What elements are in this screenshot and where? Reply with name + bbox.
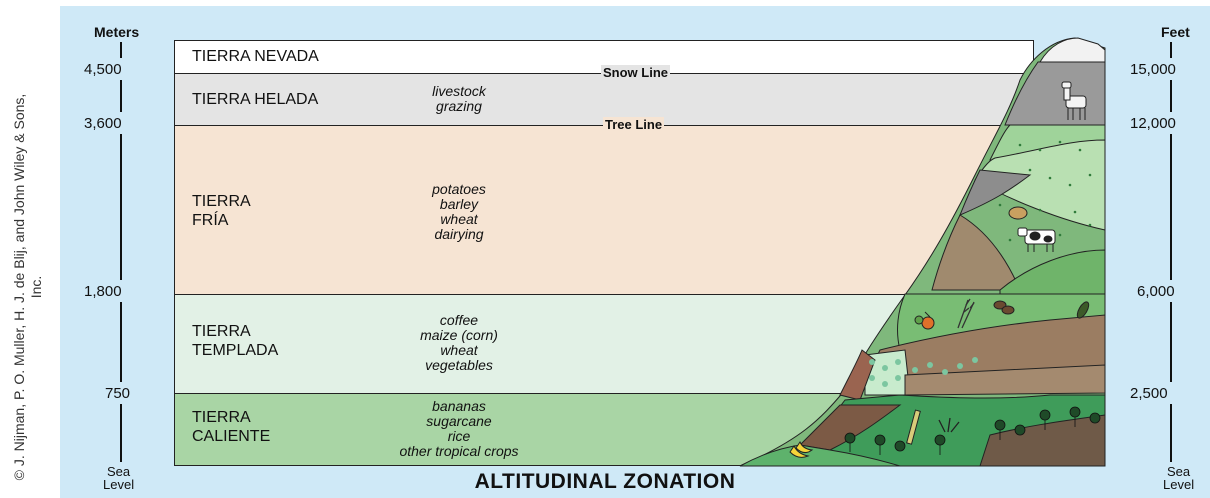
cliff [839,349,876,401]
coffee-icon [993,300,1090,319]
zone-band-fria [174,125,1034,294]
snow-cap [1039,37,1106,63]
feet-tick-15000: 15,000 [1130,61,1176,78]
crop-dots [998,140,1092,242]
templada-crop-drops [869,357,978,387]
sugarcane-icon [906,409,921,445]
cow-icon [1017,227,1056,252]
boundary-1800 [174,294,1034,295]
feet-tick-2500: 2,500 [1130,385,1168,402]
helada-rock [1004,61,1106,126]
snow-line-label: Snow Line [601,65,670,80]
lowland-field [979,414,1106,467]
tree-line-label: Tree Line [603,117,665,132]
diagram-title: ALTITUDINAL ZONATION [474,470,736,493]
rice-icon [938,417,960,433]
vegetables-icon [914,311,935,330]
potato-icon [1008,206,1028,220]
banana-icon [789,440,814,458]
feet-tick-6000: 6,000 [1137,283,1175,300]
palm-tree-icon [844,406,1101,455]
fria-earth [931,214,1021,291]
zone-name-nevada: TIERRA NEVADA [192,48,319,65]
templada-crops [864,349,911,396]
boundary-750 [174,393,1034,394]
fria-rock [959,169,1032,216]
meters-tick-4500: 4,500 [84,61,122,78]
feet-axis-title: Feet [1161,24,1190,40]
meters-axis-title: Meters [94,24,140,40]
feet-tick-12000: 12,000 [1130,115,1176,132]
meters-tick-1800: 1,800 [84,283,122,300]
llama-icon [1061,81,1087,120]
meters-tick-750: 750 [105,385,131,402]
zone-name-helada: TIERRA HELADA [192,91,319,108]
mountain-illustration [739,37,1106,467]
wheat-icon [957,298,975,329]
zone-band-nevada [174,40,1034,74]
zone-band-helada [174,73,1034,125]
meters-tick-3600: 3,600 [84,115,122,132]
